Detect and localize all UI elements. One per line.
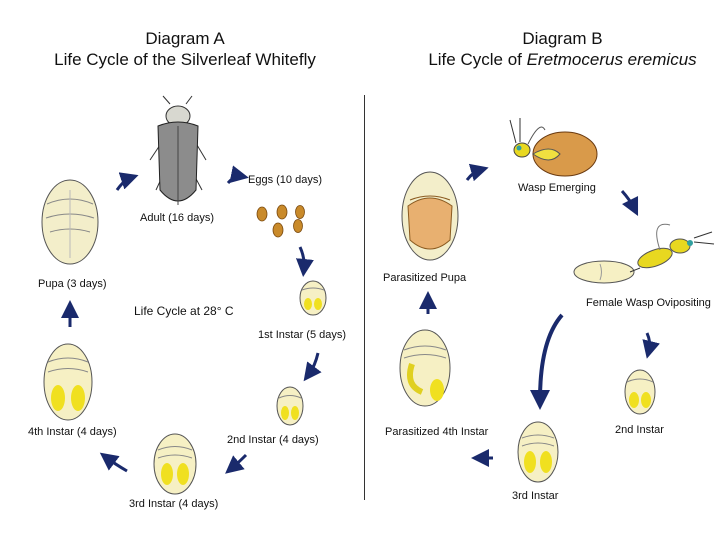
label-wasp-emerging: Wasp Emerging bbox=[518, 182, 596, 194]
wasp-instar2 bbox=[624, 369, 656, 415]
center-note: Life Cycle at 28° C bbox=[134, 304, 234, 318]
label-female-wasp: Female Wasp Ovipositing bbox=[586, 297, 711, 309]
diagram-a-title-line2: Life Cycle of the Silverleaf Whitefly bbox=[54, 50, 316, 69]
diagram-b-title-prefix: Life Cycle of bbox=[428, 50, 527, 69]
label-wasp-instar3: 3rd Instar bbox=[512, 490, 559, 502]
diagram-a-arrows bbox=[61, 165, 322, 474]
diagram-a-title: Diagram A Life Cycle of the Silverleaf W… bbox=[30, 28, 340, 70]
instar4-nymph bbox=[43, 343, 93, 421]
instar3-nymph bbox=[153, 433, 197, 495]
wasp-instar3 bbox=[517, 421, 559, 483]
parasitized-4th-instar bbox=[399, 329, 451, 407]
label-instar2: 2nd Instar (4 days) bbox=[227, 434, 319, 446]
diagram-b-title-species: Eretmocerus eremicus bbox=[526, 50, 697, 69]
adult-whitefly bbox=[149, 95, 207, 205]
diagram-b-title-line2: Life Cycle of Eretmocerus eremicus bbox=[405, 49, 720, 70]
whitefly-pupa bbox=[41, 179, 99, 265]
label-adult: Adult (16 days) bbox=[140, 212, 214, 224]
label-instar4: 4th Instar (4 days) bbox=[28, 426, 117, 438]
wasp-emerging bbox=[509, 118, 598, 177]
diagram-b-title: Diagram B Life Cycle of Eretmocerus erem… bbox=[405, 28, 720, 70]
instar1-nymph bbox=[299, 280, 327, 316]
label-eggs: Eggs (10 days) bbox=[248, 174, 322, 186]
whitefly-eggs bbox=[256, 204, 305, 238]
diagram-b-arrows bbox=[419, 163, 660, 467]
female-wasp-ovipositing bbox=[573, 223, 715, 284]
label-pupa: Pupa (3 days) bbox=[38, 278, 107, 290]
label-parasitized-4th: Parasitized 4th Instar bbox=[385, 426, 489, 438]
label-wasp-instar2: 2nd Instar bbox=[615, 424, 664, 436]
diagram-b-title-line1: Diagram B bbox=[522, 29, 603, 48]
diagram-divider bbox=[364, 95, 365, 500]
parasitized-pupa bbox=[401, 171, 459, 261]
label-instar3: 3rd Instar (4 days) bbox=[129, 498, 219, 510]
diagram-a-title-line1: Diagram A bbox=[145, 29, 225, 48]
label-instar1: 1st Instar (5 days) bbox=[258, 329, 347, 341]
instar2-nymph bbox=[276, 386, 304, 426]
label-parasitized-pupa: Parasitized Pupa bbox=[383, 272, 467, 284]
